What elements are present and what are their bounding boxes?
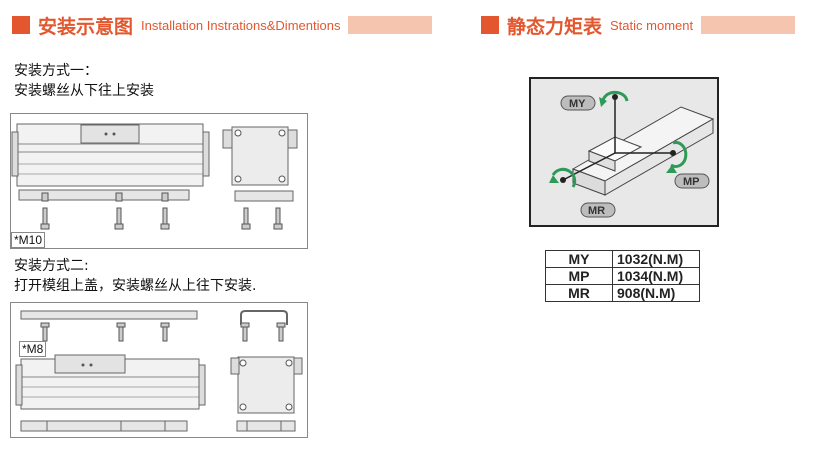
moment-key: MY [545, 250, 613, 268]
moment-value: 1034(N.M) [612, 267, 700, 285]
header-accent-bar [348, 16, 433, 34]
moment-value: 908(N.M) [612, 284, 700, 302]
method2-module-drawing [15, 310, 303, 432]
method1-screw-note: *M10 [11, 232, 46, 248]
static-moment-table: MY 1032(N.M) MP 1034(N.M) MR 908(N.M) [545, 250, 700, 302]
mp-arrow-icon [666, 165, 677, 173]
method2-description: 打开模组上盖，安装螺丝从上往下安装. [14, 278, 257, 294]
moment-axes-drawing: MY MP MR [549, 90, 715, 218]
diagram-label-mr: MR [588, 205, 605, 217]
static-moment-header: 静态力矩表 Static moment [481, 14, 796, 38]
installation-title-zh: 安装示意图 [38, 15, 134, 38]
header-accent-bar [701, 16, 796, 34]
moment-key: MR [545, 284, 613, 302]
installation-title-en: Installation Instrations&Dimentions [141, 17, 341, 33]
method1-title: 安装方式一： [14, 63, 98, 79]
installation-header: 安装示意图 Installation Instrations&Dimention… [12, 14, 433, 38]
moment-value: 1032(N.M) [612, 250, 700, 268]
static-moment-title-en: Static moment [610, 17, 694, 33]
table-row: MR 908(N.M) [545, 284, 700, 302]
moment-key: MP [545, 267, 613, 285]
static-moment-title-zh: 静态力矩表 [507, 15, 603, 38]
method2-drawing: *M8 [10, 302, 308, 438]
mr-arrow-icon [549, 175, 559, 183]
method2-screw-note: *M8 [19, 341, 47, 357]
diagram-label-my: MY [569, 98, 586, 110]
diagram-label-mp: MP [683, 176, 700, 188]
method1-module-drawing [11, 123, 298, 230]
header-square-icon [481, 16, 499, 34]
moment-diagram: MY MP MR [529, 77, 719, 227]
table-row: MY 1032(N.M) [545, 250, 700, 268]
method1-drawing: *M10 [10, 113, 308, 249]
method2-title: 安装方式二: [14, 258, 89, 274]
method1-description: 安装螺丝从下往上安装 [14, 83, 154, 99]
table-row: MP 1034(N.M) [545, 267, 700, 285]
my-arrow-icon [599, 97, 607, 107]
header-square-icon [12, 16, 30, 34]
